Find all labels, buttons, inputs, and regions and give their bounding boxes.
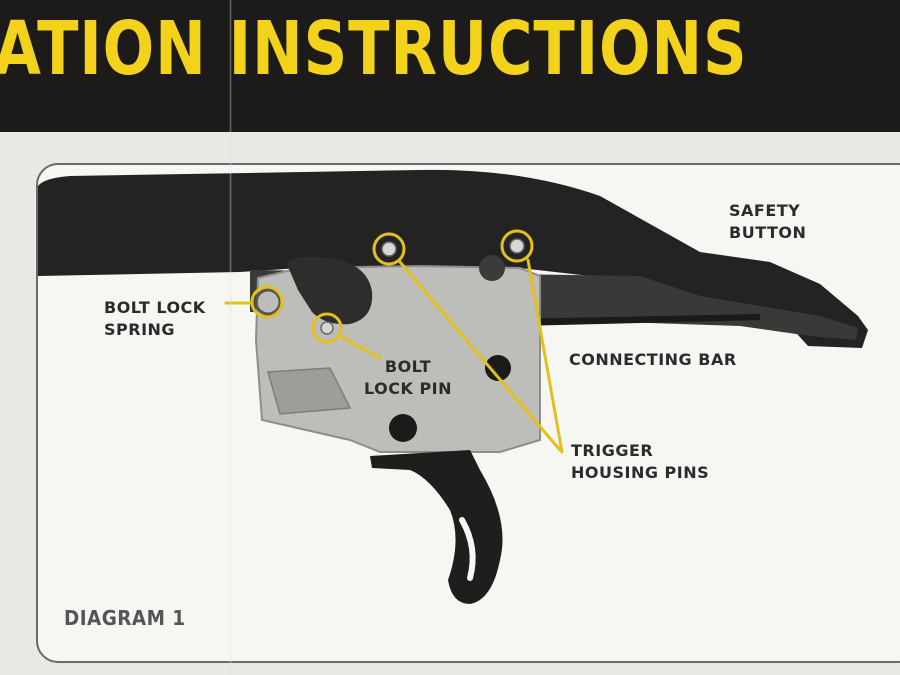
page-title: ATION INSTRUCTIONS xyxy=(0,6,748,92)
trigger-blade xyxy=(370,450,503,604)
leader-bolt-lock-pin xyxy=(338,334,382,360)
leader-rear-housing-pin xyxy=(526,258,564,454)
paper-fold-crease xyxy=(229,0,232,675)
bolt-lock-lever xyxy=(286,256,373,325)
bolt-lock-pin-head xyxy=(320,321,334,335)
housing-cutout xyxy=(267,367,352,415)
leader-front-housing-pin xyxy=(398,260,562,452)
housing-screw-middle xyxy=(485,355,511,381)
callout-leaders xyxy=(224,258,564,454)
callout-rear-housing-pin xyxy=(500,229,534,263)
trigger-housing-pin-rear xyxy=(509,238,525,254)
label-bolt-lock-spring: BOLT LOCK SPRING xyxy=(104,298,206,339)
callout-bolt-lock-pin xyxy=(311,312,343,344)
label-trigger-housing-pins: TRIGGER HOUSING PINS xyxy=(571,441,710,482)
receiver-body xyxy=(38,169,868,348)
bolt-lock-spring-coil xyxy=(254,288,282,316)
header-banner: ATION INSTRUCTIONS xyxy=(0,0,900,132)
label-bolt-lock-pin: BOLT LOCK PIN xyxy=(364,357,453,398)
label-safety-button: SAFETY BUTTON xyxy=(729,201,807,242)
housing-screw-bottom xyxy=(389,414,417,442)
callout-front-housing-pin xyxy=(372,232,406,266)
label-connecting-bar: CONNECTING BAR xyxy=(569,350,737,369)
trigger-blade-cutout xyxy=(459,517,476,581)
trigger-housing-pin-front xyxy=(381,241,397,257)
housing-screw-top xyxy=(479,255,505,281)
diagram-caption: DIAGRAM 1 xyxy=(64,606,186,630)
